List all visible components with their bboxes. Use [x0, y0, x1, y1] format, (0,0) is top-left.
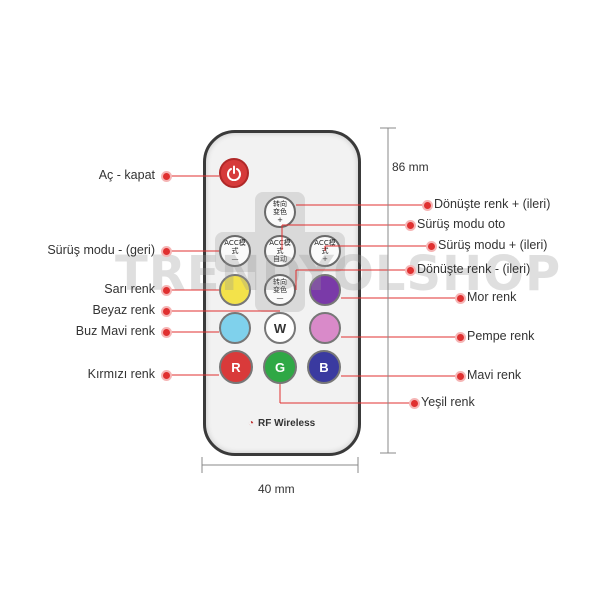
- label-pink: Pempe renk: [467, 329, 535, 343]
- mode-reverse-line1: ACC模式: [224, 239, 246, 255]
- rf-wireless-brand: ◔RF Wireless: [248, 418, 315, 429]
- label-forward-mode: Sürüş modu + (ileri): [438, 238, 548, 252]
- color-plus-button[interactable]: 转向 变色 +: [264, 196, 296, 228]
- label-green: Yeşil renk: [421, 395, 475, 409]
- label-color-plus: Dönüşte renk + (ileri): [434, 197, 551, 211]
- rf-wireless-text: RF Wireless: [258, 418, 316, 429]
- ice-blue-button[interactable]: [219, 312, 251, 344]
- label-blue: Mavi renk: [467, 368, 522, 382]
- color-plus-line1: 转向: [273, 200, 287, 208]
- mode-reverse-line2: —: [231, 255, 239, 263]
- power-button[interactable]: [219, 158, 249, 188]
- power-icon: [227, 165, 241, 181]
- callout-dot-color-plus: [422, 200, 433, 211]
- label-color-minus: Dönüşte renk - (ileri): [417, 262, 531, 276]
- pink-button[interactable]: [309, 312, 341, 344]
- color-plus-line2: 变色: [273, 208, 287, 216]
- wifi-icon: ◔: [248, 418, 255, 429]
- callout-dot-reverse-mode: [161, 246, 172, 257]
- label-ice-blue: Buz Mavi renk: [75, 324, 155, 338]
- mode-auto-button[interactable]: ACC模式 自动: [264, 235, 296, 267]
- callout-dot-forward-mode: [426, 241, 437, 252]
- white-button[interactable]: W: [264, 312, 296, 344]
- color-minus-line3: —: [276, 294, 284, 302]
- height-dimension: 86 mm: [392, 160, 429, 174]
- label-power: Aç - kapat: [98, 168, 155, 182]
- blue-button-label: B: [319, 359, 329, 375]
- callout-dot-purple: [455, 293, 466, 304]
- callout-dot-red: [161, 370, 172, 381]
- label-red: Kırmızı renk: [87, 367, 155, 381]
- label-yellow: Sarı renk: [104, 282, 155, 296]
- red-button-label: R: [231, 359, 241, 375]
- color-plus-line3: +: [277, 216, 283, 224]
- callout-dot-color-minus: [405, 265, 416, 276]
- mode-auto-line1: ACC模式: [269, 239, 291, 255]
- blue-button[interactable]: B: [307, 350, 341, 384]
- color-minus-button[interactable]: 转向 变色 —: [264, 274, 296, 306]
- callout-dot-ice-blue: [161, 327, 172, 338]
- label-white: Beyaz renk: [92, 303, 155, 317]
- green-button[interactable]: G: [263, 350, 297, 384]
- yellow-button[interactable]: [219, 274, 251, 306]
- callout-dot-pink: [455, 332, 466, 343]
- purple-button[interactable]: [309, 274, 341, 306]
- callout-dot-yellow: [161, 285, 172, 296]
- width-dimension: 40 mm: [258, 482, 295, 496]
- label-auto-mode: Sürüş modu oto: [417, 217, 506, 231]
- callout-dot-blue: [455, 371, 466, 382]
- callout-dot-green: [409, 398, 420, 409]
- callout-dot-white: [161, 306, 172, 317]
- white-button-label: W: [273, 320, 287, 336]
- mode-reverse-button[interactable]: ACC模式 —: [219, 235, 251, 267]
- mode-auto-line2: 自动: [273, 255, 287, 263]
- label-purple: Mor renk: [467, 290, 517, 304]
- label-reverse-mode: Sürüş modu - (geri): [47, 243, 155, 257]
- green-button-label: G: [274, 359, 286, 375]
- red-button[interactable]: R: [219, 350, 253, 384]
- color-minus-line2: 变色: [273, 286, 287, 294]
- color-minus-line1: 转向: [273, 278, 287, 286]
- callout-dot-power: [161, 171, 172, 182]
- callout-dot-auto-mode: [405, 220, 416, 231]
- watermark: TRENDYOLSHOP: [115, 246, 562, 302]
- mode-forward-line2: +: [322, 255, 328, 263]
